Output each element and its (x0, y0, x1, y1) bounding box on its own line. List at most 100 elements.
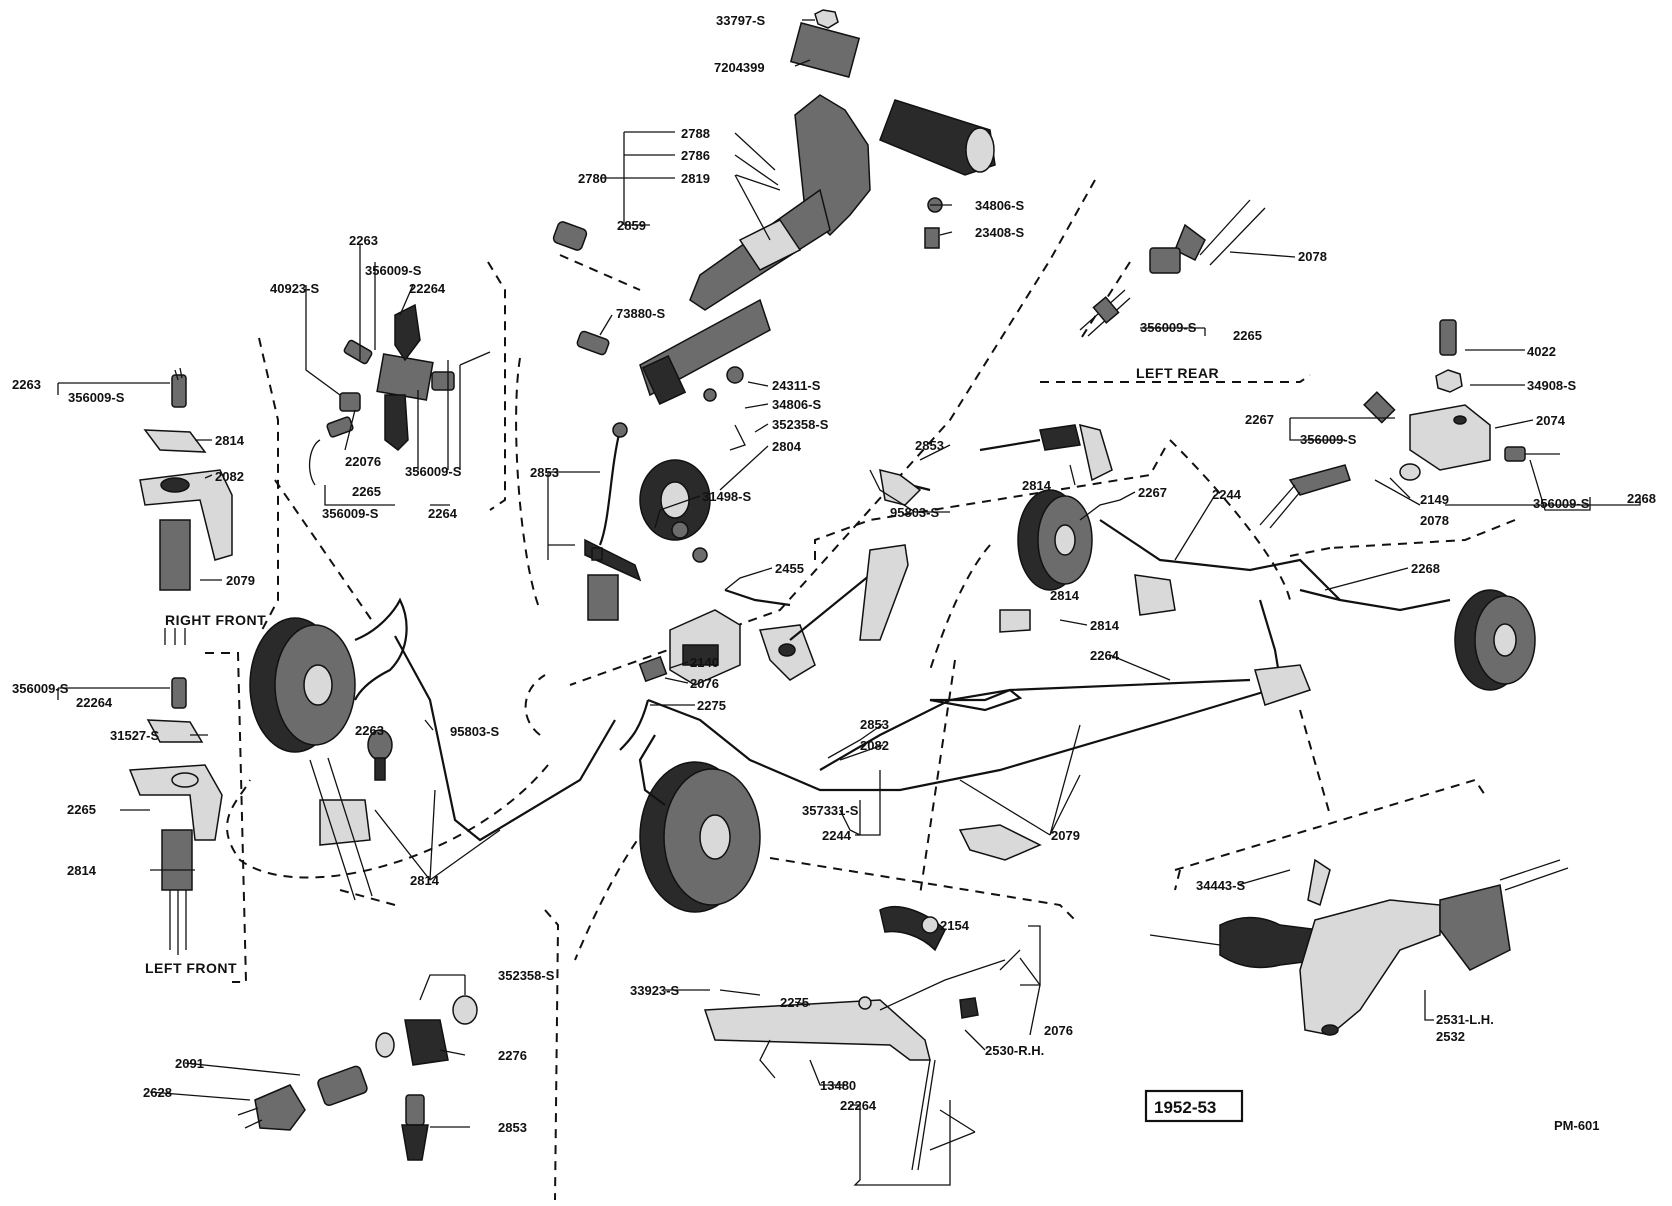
part-callout: 2814 (1050, 588, 1080, 603)
part-callout: 2275 (697, 698, 726, 713)
part-callout: 2263 (349, 233, 378, 248)
part-callout: 2082 (215, 469, 244, 484)
cable-clevis-illustration (584, 422, 642, 621)
part-callout: 2268 (1411, 561, 1440, 576)
part-callout: 2788 (681, 126, 710, 141)
rear-hose-tee-illustration (1079, 199, 1560, 529)
part-callout: 356009-S (322, 506, 379, 521)
part-callout: 2091 (175, 1056, 204, 1071)
part-callout: 2082 (860, 738, 889, 753)
part-callout: 356009-S (1140, 320, 1197, 335)
part-callout: 95803-S (450, 724, 499, 739)
caption-right-front: RIGHT FRONT (165, 612, 266, 628)
part-callout: 2804 (772, 439, 802, 454)
part-callout: 2814 (215, 433, 245, 448)
part-callout: 2786 (681, 148, 710, 163)
part-callout: 33923-S (630, 983, 679, 998)
part-callout: 31527-S (110, 728, 159, 743)
part-callout: 34806-S (975, 198, 1024, 213)
front-left-drum-illustration (249, 597, 616, 901)
part-callout: 2267 (1138, 485, 1167, 500)
part-callout: 4022 (1527, 344, 1556, 359)
part-callout: 356009-S (68, 390, 125, 405)
part-callout: 2244 (1212, 487, 1242, 502)
part-callout: 2276 (498, 1048, 527, 1063)
part-callout: 356009-S (1300, 432, 1357, 447)
parking-brake-handle-illustration (552, 9, 996, 563)
left-front-fittings-illustration (128, 367, 233, 955)
part-callout: 2814 (1022, 478, 1052, 493)
part-callout: 356009-S (12, 681, 69, 696)
part-callout: 2154 (940, 918, 970, 933)
front-right-drum-illustration (638, 734, 761, 913)
part-callout: 34806-S (772, 397, 821, 412)
leader-lines (57, 19, 1641, 1186)
part-callout: 2853 (498, 1120, 527, 1135)
part-callout: 40923-S (270, 281, 319, 296)
part-callout: 2079 (226, 573, 255, 588)
part-callout: 2532 (1436, 1029, 1465, 1044)
part-callout: 2859 (617, 218, 646, 233)
part-callout: 2140 (690, 655, 719, 670)
stoplight-switch-illustration (237, 995, 478, 1161)
part-callout: 23408-S (975, 225, 1024, 240)
part-callout: 2263 (12, 377, 41, 392)
part-callout: 2079 (1051, 828, 1080, 843)
parts-artwork (128, 9, 1569, 1171)
year-badge: 1952-53 (1154, 1098, 1216, 1117)
part-callout: 22264 (76, 695, 113, 710)
plate-code: PM-601 (1554, 1118, 1600, 1133)
caption-left-rear: LEFT REAR (1136, 365, 1219, 381)
part-callout: 2265 (67, 802, 96, 817)
part-callout: 34908-S (1527, 378, 1576, 393)
part-callout: 352358-S (772, 417, 829, 432)
part-callout: 7204399 (714, 60, 765, 75)
part-callout: 2076 (1044, 1023, 1073, 1038)
part-callout: 2455 (775, 561, 804, 576)
part-callout: 2078 (1420, 513, 1449, 528)
parking-lever-illustration (703, 906, 1006, 1171)
part-callout: 95803-S (890, 505, 939, 520)
part-callout: 2853 (860, 717, 889, 732)
part-callout: 22076 (345, 454, 381, 469)
part-callout: 2244 (822, 828, 852, 843)
part-callout: 2819 (681, 171, 710, 186)
cable-bracket-inset-illustration (1149, 858, 1569, 1036)
equalizer-cable-illustration (789, 423, 1251, 861)
part-callout: 2530-R.H. (985, 1043, 1044, 1058)
part-callout: 2268 (1627, 491, 1656, 506)
part-callout: 13480 (820, 1078, 856, 1093)
part-callout: 356009-S (1533, 496, 1590, 511)
part-callout: 2267 (1245, 412, 1274, 427)
caption-left-front: LEFT FRONT (145, 960, 237, 976)
part-callout: 352358-S (498, 968, 555, 983)
part-callout: 2074 (1536, 413, 1566, 428)
part-callout: 2814 (410, 873, 440, 888)
part-callout: 356009-S (405, 464, 462, 479)
part-callout: 22264 (409, 281, 446, 296)
part-callout: 2814 (1090, 618, 1120, 633)
rear-right-drum-illustration (1254, 588, 1536, 706)
part-callout: 2265 (1233, 328, 1262, 343)
part-callout: 34443-S (1196, 878, 1245, 893)
part-callout: 356009-S (365, 263, 422, 278)
hose-fittings-illustration (308, 303, 491, 486)
part-callout: 33797-S (716, 13, 765, 28)
junction-block-illustration (619, 588, 1271, 792)
part-callout: 2264 (428, 506, 458, 521)
part-callout: 2078 (1298, 249, 1327, 264)
part-callout: 31498-S (702, 489, 751, 504)
part-callout: 22264 (840, 1098, 877, 1113)
part-callout: 2076 (690, 676, 719, 691)
part-callout: 2264 (1090, 648, 1120, 663)
part-callout: 2149 (1420, 492, 1449, 507)
part-callout: 2265 (352, 484, 381, 499)
year-badge-box (1144, 1089, 1244, 1123)
part-callout: 2628 (143, 1085, 172, 1100)
part-callout: 2780 (578, 171, 607, 186)
part-callout: 2531-L.H. (1436, 1012, 1494, 1027)
part-callout: 2853 (915, 438, 944, 453)
labels: RIGHT FRONT LEFT FRONT LEFT REAR 1952-53… (12, 13, 1656, 1135)
part-callout: 2814 (67, 863, 97, 878)
